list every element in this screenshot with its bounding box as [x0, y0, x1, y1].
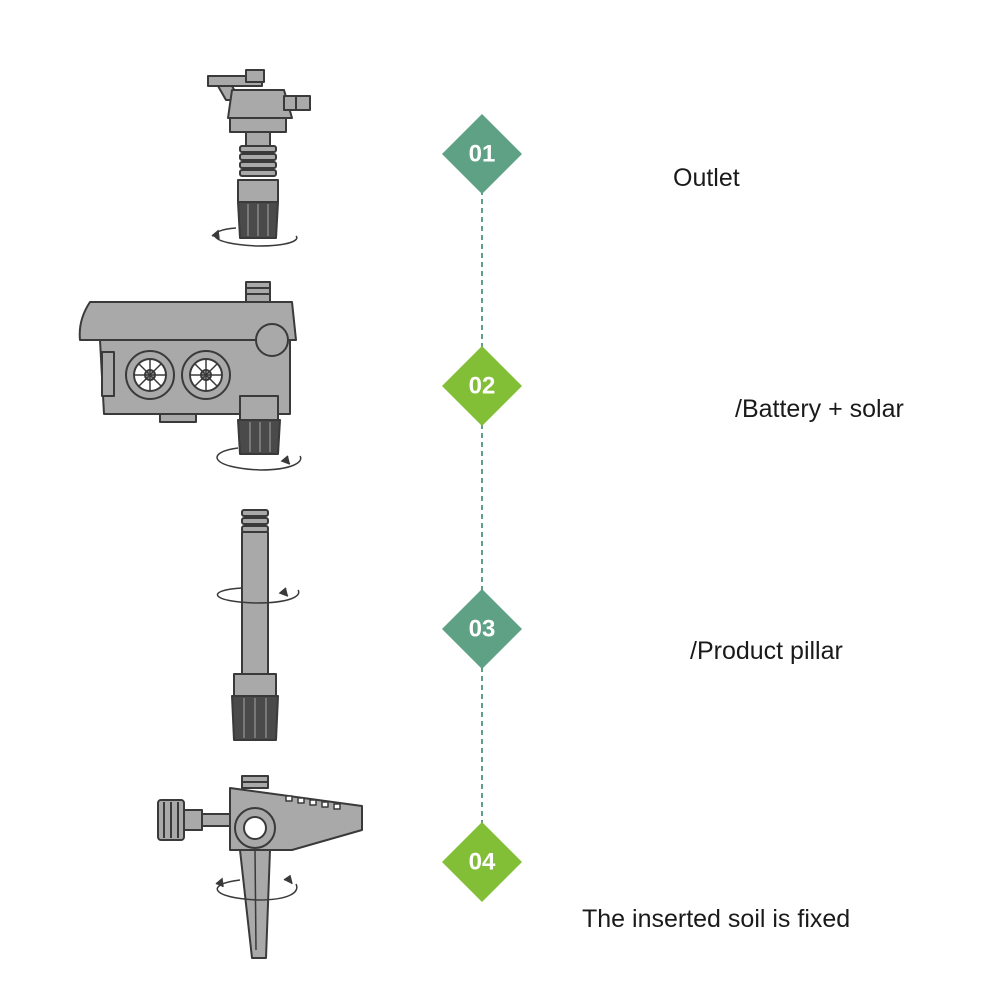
step-label-soil-fixed: The inserted soil is fixed: [582, 905, 851, 933]
step-number-4: 04: [469, 849, 496, 876]
extension-pillar-part: [231, 509, 279, 741]
rotate-arrow-icon: [216, 447, 302, 471]
step-number-3: 03: [469, 616, 496, 643]
step-label-outlet: Outlet: [673, 164, 740, 192]
rotate-arrow-icon: [211, 227, 298, 247]
rotate-arrow-icon: [216, 587, 300, 604]
step-label-battery-solar: /Battery + solar: [735, 395, 904, 423]
step-badge-3: 03: [442, 589, 522, 669]
timer-controller-part: [78, 281, 297, 455]
step-label-product-pillar: /Product pillar: [690, 637, 843, 665]
rotate-arrow-icon: [215, 874, 298, 901]
ground-spike-part: [157, 775, 363, 959]
step-badge-4: 04: [442, 822, 522, 902]
step-badge-2: 02: [442, 346, 522, 426]
sprinkler-head-part: [207, 69, 311, 239]
step-number-1: 01: [469, 141, 496, 168]
step-badge-1: 01: [442, 114, 522, 194]
step-number-2: 02: [469, 373, 496, 400]
